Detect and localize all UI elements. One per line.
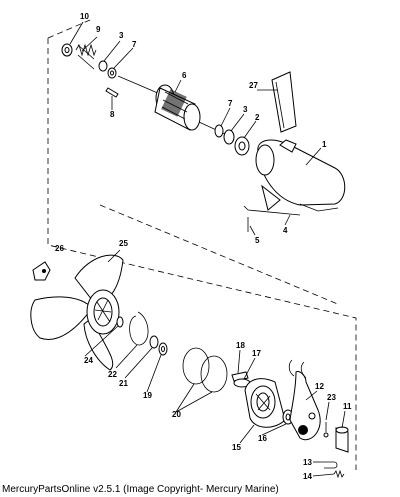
callout-4: 4 bbox=[283, 226, 288, 235]
motor-housing-1 bbox=[255, 139, 346, 212]
copyright-footer: MercuryPartsOnline v2.5.1 (Image Copyrig… bbox=[2, 484, 279, 495]
callout-8: 8 bbox=[110, 110, 115, 119]
callout-20: 20 bbox=[172, 410, 181, 419]
washer-3b bbox=[223, 129, 235, 145]
o-ring-20b bbox=[200, 355, 228, 393]
callout-14: 14 bbox=[303, 472, 312, 481]
callout-17: 17 bbox=[252, 349, 261, 358]
callout-7b: 7 bbox=[228, 99, 233, 108]
callout-27: 27 bbox=[249, 81, 258, 90]
end-cap-15 bbox=[244, 378, 286, 428]
key-8 bbox=[105, 87, 119, 98]
callout-18: 18 bbox=[236, 341, 245, 350]
prop-nut-26 bbox=[32, 261, 51, 281]
leader-lines bbox=[69, 21, 346, 477]
callout-25: 25 bbox=[119, 239, 128, 248]
retaining-ring-22 bbox=[129, 311, 149, 346]
callout-6: 6 bbox=[182, 71, 187, 80]
clip-13 bbox=[320, 461, 338, 469]
callout-3b: 3 bbox=[243, 105, 248, 114]
washer-10 bbox=[61, 43, 73, 57]
callout-26: 26 bbox=[55, 244, 64, 253]
brush-plate-12 bbox=[288, 359, 321, 441]
callout-24: 24 bbox=[84, 356, 93, 365]
callout-19: 19 bbox=[143, 391, 152, 400]
armature-6 bbox=[117, 75, 226, 135]
callout-2: 2 bbox=[255, 113, 260, 122]
callout-7: 7 bbox=[132, 40, 137, 49]
washer-24 bbox=[116, 316, 124, 328]
callout-22: 22 bbox=[108, 370, 117, 379]
assembly-boundary-inner bbox=[99, 204, 341, 306]
bearing-2 bbox=[234, 136, 250, 156]
bracket-27 bbox=[271, 71, 297, 133]
callout-3: 3 bbox=[119, 31, 124, 40]
callout-13: 13 bbox=[303, 458, 312, 467]
o-ring-20a bbox=[182, 347, 210, 385]
washer-7b bbox=[214, 124, 224, 138]
callout-5: 5 bbox=[255, 236, 260, 245]
washer-21 bbox=[149, 335, 159, 349]
callout-1: 1 bbox=[322, 140, 327, 149]
callout-21: 21 bbox=[119, 379, 128, 388]
callout-9: 9 bbox=[96, 25, 101, 34]
washer-3 bbox=[98, 60, 108, 72]
callout-16: 16 bbox=[258, 434, 267, 443]
callout-15: 15 bbox=[232, 443, 241, 452]
callout-10: 10 bbox=[80, 12, 89, 21]
spring-14 bbox=[333, 469, 345, 479]
rod-4 bbox=[247, 209, 301, 216]
callout-11: 11 bbox=[343, 402, 352, 411]
callout-23: 23 bbox=[327, 393, 336, 402]
callout-12: 12 bbox=[315, 382, 324, 391]
assembly-boundary bbox=[47, 19, 357, 470]
bushing-11 bbox=[335, 426, 349, 453]
spring-9 bbox=[75, 43, 97, 70]
